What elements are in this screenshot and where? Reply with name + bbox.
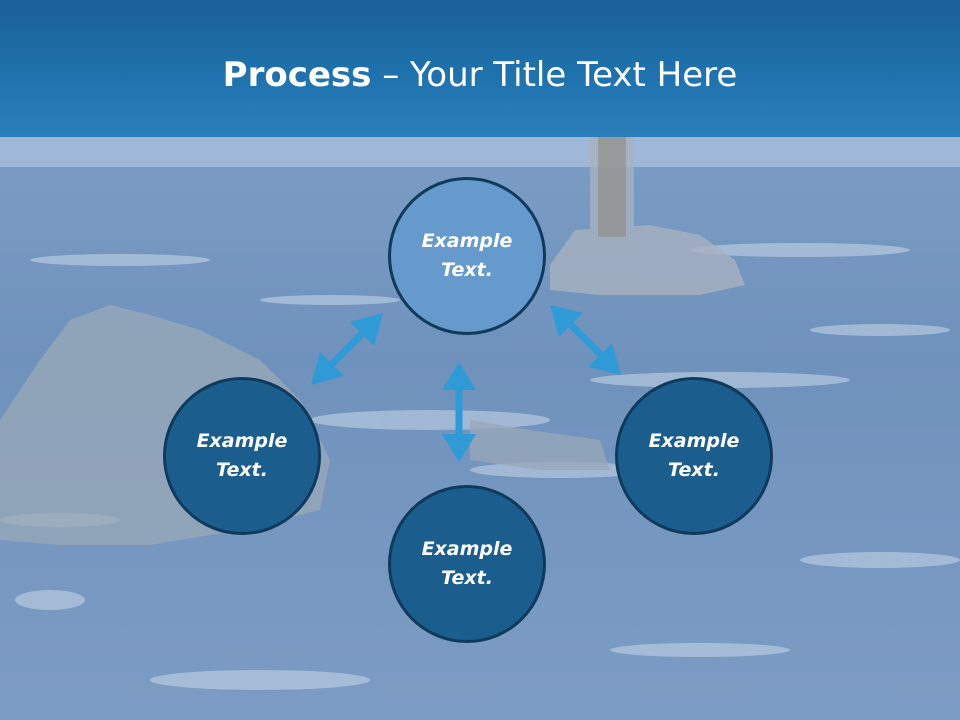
process-node-left: Example Text. xyxy=(163,377,321,535)
slide-title: Process – Your Title Text Here xyxy=(0,50,960,100)
node-label: Example Text. xyxy=(421,230,513,281)
process-node-bottom: Example Text. xyxy=(388,485,546,643)
arrow-top-right xyxy=(550,305,621,375)
title-separator: – xyxy=(371,55,411,95)
title-bar: Process – Your Title Text Here xyxy=(0,0,960,137)
process-node-top: Example Text. xyxy=(388,177,546,335)
title-bold: Process xyxy=(222,55,372,95)
arrow-vertical xyxy=(442,362,476,462)
arrow-top-left xyxy=(311,313,383,385)
node-label: Example Text. xyxy=(196,430,288,481)
title-text: Your Title Text Here xyxy=(410,55,738,95)
process-node-right: Example Text. xyxy=(615,377,773,535)
node-label: Example Text. xyxy=(421,538,513,589)
node-label: Example Text. xyxy=(648,430,740,481)
